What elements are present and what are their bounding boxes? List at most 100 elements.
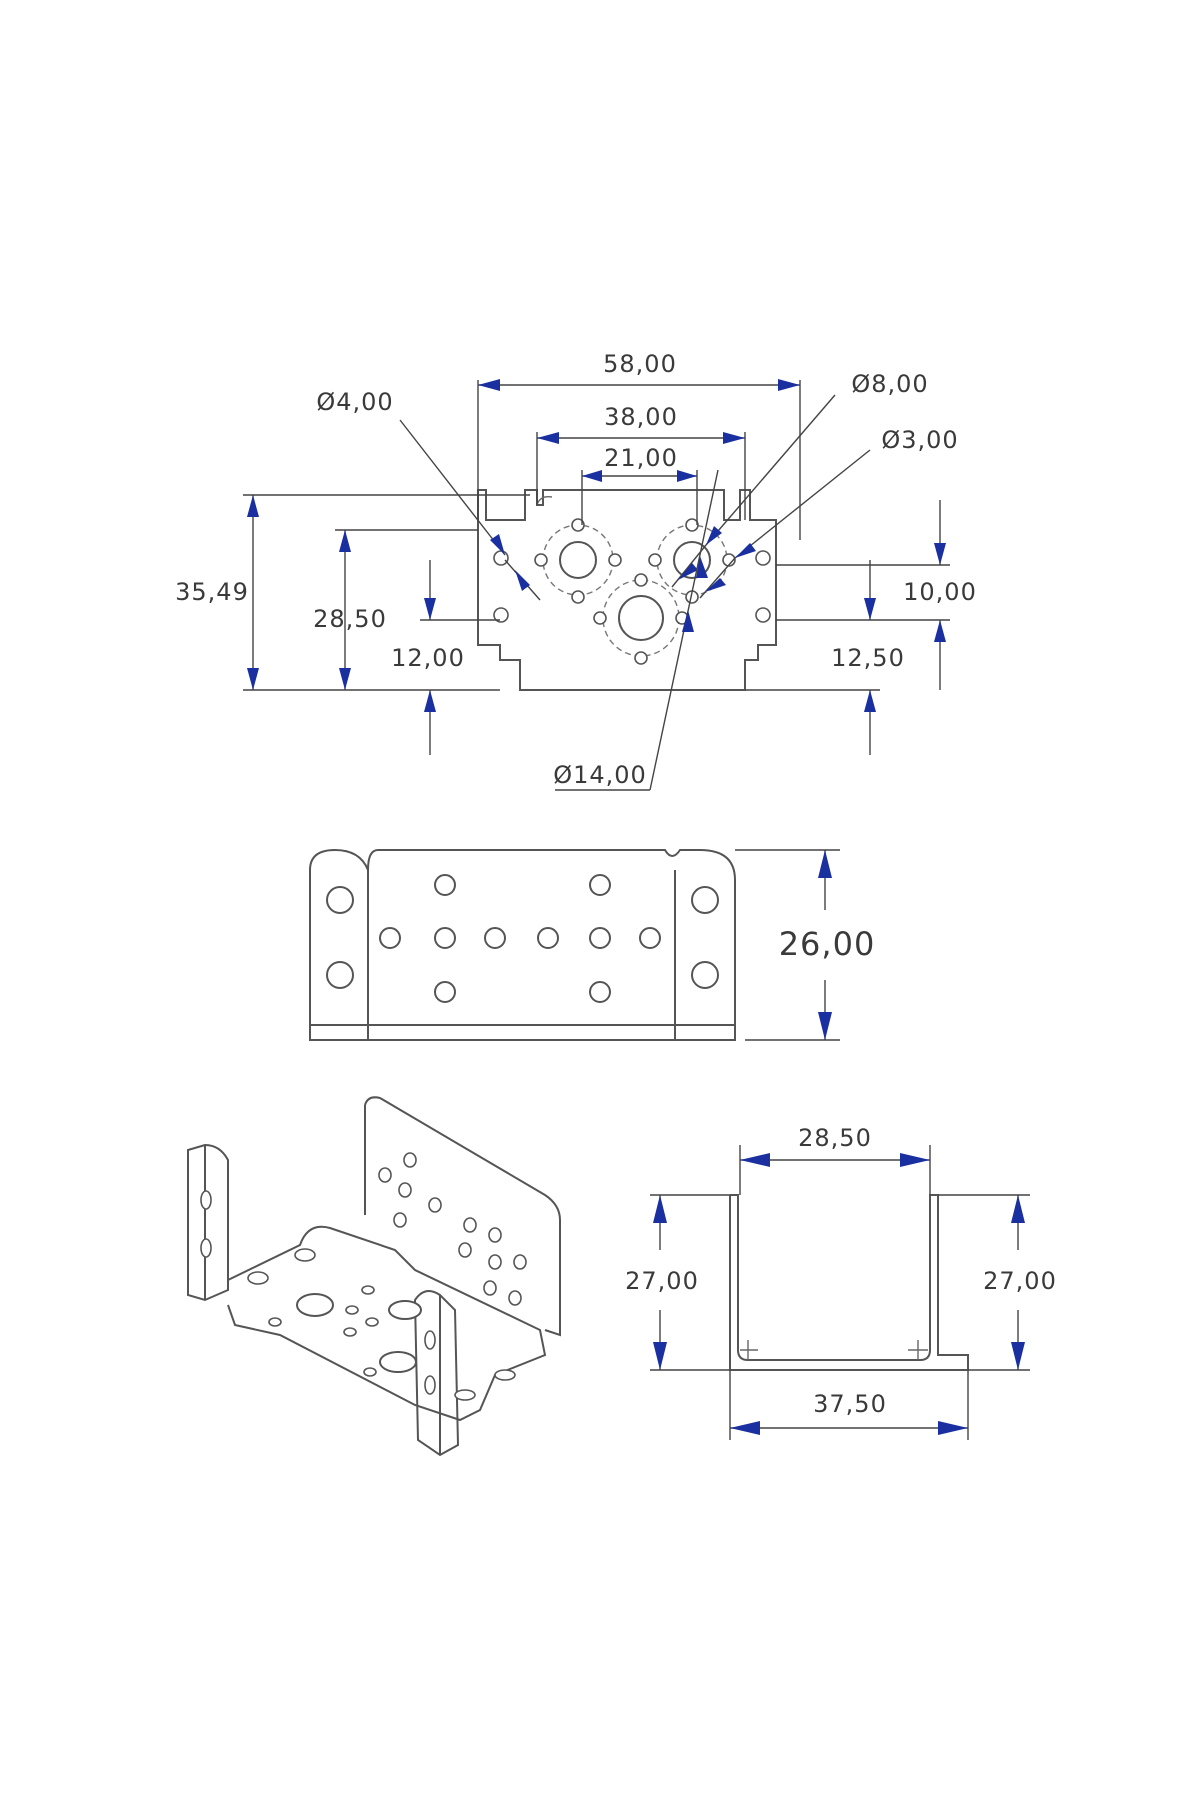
arrow <box>706 526 722 545</box>
hole <box>398 1182 412 1198</box>
dim-label-28-50: 28,50 <box>313 605 387 633</box>
dim-label-12-50: 12,50 <box>831 644 905 672</box>
hole <box>343 1327 357 1337</box>
hole-small <box>493 550 509 566</box>
hole <box>488 1227 502 1243</box>
hole <box>345 1305 359 1315</box>
hole <box>513 1254 527 1270</box>
hole <box>361 1285 375 1295</box>
dim-label-38: 38,00 <box>604 403 678 431</box>
dim-label-front-37-50: 37,50 <box>813 1390 887 1418</box>
hole <box>247 1271 269 1285</box>
arrow <box>490 534 505 555</box>
hole <box>403 1152 417 1168</box>
hole-small <box>608 553 622 567</box>
hole <box>494 1369 516 1381</box>
hole-large-left <box>559 541 597 579</box>
arrow <box>339 530 351 552</box>
dim-label-58: 58,00 <box>603 350 677 378</box>
dim-label-front-27-left: 27,00 <box>625 1267 699 1295</box>
arrow <box>723 432 745 444</box>
iso-left-tab <box>187 1143 229 1302</box>
arrow <box>677 470 697 482</box>
arrow <box>864 690 876 712</box>
arrow <box>735 543 756 558</box>
label-d8: Ø8,00 <box>851 370 928 398</box>
arrow <box>653 1195 667 1223</box>
arrow <box>818 850 832 878</box>
hole-small <box>634 573 648 587</box>
dim-label-35-49: 35,49 <box>175 578 249 606</box>
hole <box>434 981 456 1003</box>
hole <box>463 1217 477 1233</box>
arrow <box>740 1153 770 1167</box>
hole <box>379 927 401 949</box>
arrow <box>730 1421 760 1435</box>
arrow <box>339 668 351 690</box>
hole-small <box>722 553 736 567</box>
arrow <box>582 470 602 482</box>
hole-small <box>571 590 585 604</box>
hole <box>488 1254 502 1270</box>
front-view: 28,50 27,00 27,00 37,50 <box>625 1124 1057 1440</box>
hole <box>589 927 611 949</box>
arrow <box>934 620 946 642</box>
hole <box>508 1290 522 1306</box>
hole-small <box>634 651 648 665</box>
hole <box>326 886 354 914</box>
hole <box>691 886 719 914</box>
arrow <box>653 1342 667 1370</box>
hole-small <box>534 553 548 567</box>
hole <box>378 1167 392 1183</box>
hole <box>434 874 456 896</box>
leader-d4 <box>399 419 506 556</box>
arrow <box>1011 1195 1025 1223</box>
arrow <box>678 563 698 580</box>
hole-small <box>755 607 771 623</box>
isometric-view <box>187 1096 561 1457</box>
hole <box>454 1389 476 1401</box>
arrow <box>247 495 259 517</box>
hole <box>589 981 611 1003</box>
hole <box>691 961 719 989</box>
hole <box>589 874 611 896</box>
hole <box>424 1330 436 1350</box>
dim-label-front-27-right: 27,00 <box>983 1267 1057 1295</box>
label-d4: Ø4,00 <box>316 388 393 416</box>
hole <box>200 1190 212 1210</box>
hole <box>484 927 506 949</box>
arrow <box>478 379 500 391</box>
hole <box>365 1317 379 1327</box>
dim-label-10: 10,00 <box>903 578 977 606</box>
hole-small <box>593 611 607 625</box>
arrow <box>515 570 530 591</box>
arrow <box>705 578 726 592</box>
hole <box>434 927 456 949</box>
dim-label-26: 26,00 <box>779 925 876 963</box>
hole-large-bottom <box>618 595 664 641</box>
hole <box>326 961 354 989</box>
hole-small <box>493 607 509 623</box>
hole <box>363 1367 377 1377</box>
arrow <box>864 598 876 620</box>
top-view-notch <box>536 495 553 506</box>
dim-label-12: 12,00 <box>391 644 465 672</box>
hole <box>483 1280 497 1296</box>
hole-large <box>296 1293 334 1317</box>
hole <box>428 1197 442 1213</box>
arrow <box>537 432 559 444</box>
side-view-outline <box>367 849 736 1041</box>
hole-small <box>571 518 585 532</box>
dim-label-21: 21,00 <box>604 444 678 472</box>
side-view: 26,00 <box>309 848 876 1041</box>
hole <box>268 1317 282 1327</box>
arrow <box>424 690 436 712</box>
dim-label-front-28-50: 28,50 <box>798 1124 872 1152</box>
arrow <box>1011 1342 1025 1370</box>
iso-right-tab <box>413 1290 460 1457</box>
leader-d3 <box>734 449 871 559</box>
arrow <box>900 1153 930 1167</box>
hole-large <box>379 1351 417 1373</box>
hole-large <box>388 1300 422 1320</box>
